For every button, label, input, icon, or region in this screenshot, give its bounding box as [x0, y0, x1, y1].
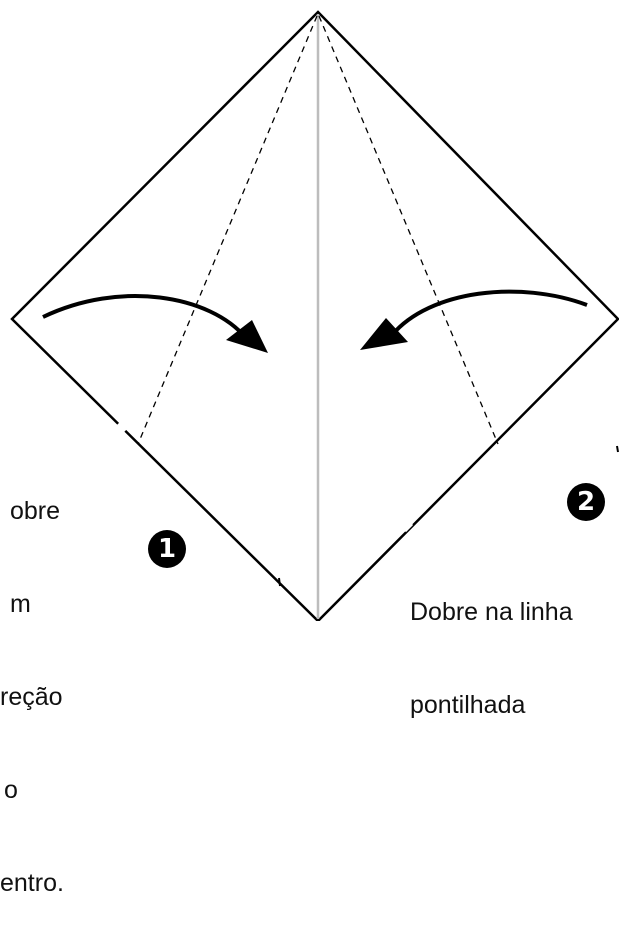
step-1-instruction-line: o — [4, 776, 18, 804]
step-1-instruction-line: obre — [10, 497, 61, 525]
step-2-instruction-line: pontilhada — [410, 691, 526, 719]
step-2-instruction: Dobre na linha pontilhada — [410, 535, 573, 752]
paper-square-outline — [10, 10, 619, 621]
origami-kite-diagram — [10, 10, 619, 621]
outline-gap-left — [116, 417, 132, 433]
outline-gap-right — [398, 517, 414, 533]
small-tick-mark — [278, 577, 281, 587]
step-1-number-badge: 1 — [148, 530, 186, 568]
step-1-instruction-line: entro. — [0, 869, 64, 897]
step-2-instruction-line: Dobre na linha — [410, 598, 573, 626]
step-1-instruction-line: m — [10, 590, 31, 618]
step-1-instruction: obre m reção o entro. — [0, 434, 110, 930]
step-2-number-badge: 2 — [567, 483, 605, 521]
left-fold-arrowhead — [226, 320, 268, 353]
right-dashed-fold-line — [318, 15, 499, 445]
small-tick-mark-right — [616, 445, 619, 453]
left-fold-arrow — [42, 294, 248, 340]
step-1-instruction-line: reção — [0, 683, 63, 711]
right-fold-arrow — [390, 289, 588, 337]
right-fold-arrowhead — [360, 318, 408, 350]
left-dashed-fold-line — [137, 15, 318, 445]
